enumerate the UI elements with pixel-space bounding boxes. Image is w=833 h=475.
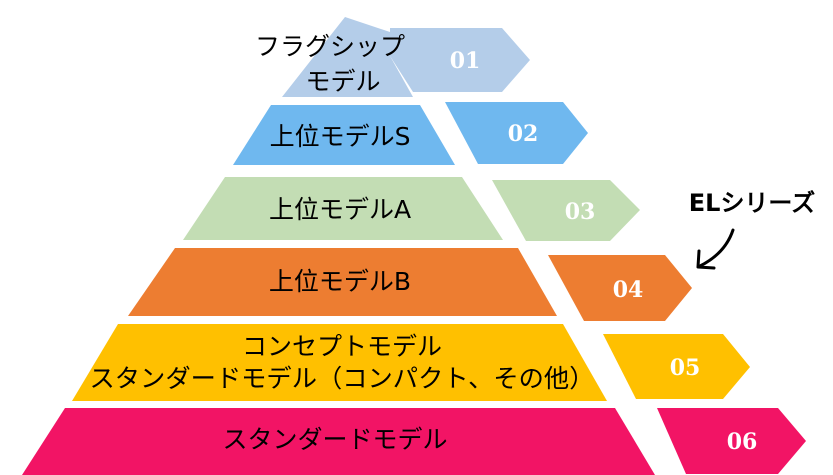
tier-5-number: 05 (670, 355, 701, 381)
series-annotation-label: ELシリーズ (689, 189, 816, 217)
tier-6-badge (657, 408, 806, 474)
annotation-arrow-icon (696, 228, 735, 270)
tier-3-number: 03 (565, 199, 596, 225)
tier-4-label: 上位モデルB (269, 267, 411, 296)
tier-2-label: 上位モデルS (270, 122, 411, 151)
tier-5-label-line-1: コンセプトモデル (242, 332, 442, 361)
tier-4-number: 04 (613, 277, 644, 303)
tier-1-badge (390, 28, 530, 92)
tier-6-shape (22, 408, 655, 475)
tier-1-number: 01 (450, 48, 481, 74)
tier-3-shape (183, 177, 503, 240)
tier-1-label-line-1: フラグシップ (255, 32, 405, 61)
tier-5-label-line-2: スタンダードモデル（コンパクト、その他） (90, 364, 595, 393)
tier-5-shape (72, 324, 607, 401)
tier-1-shape (282, 17, 413, 97)
tier-3-badge (492, 180, 640, 241)
tier-6-number: 06 (727, 429, 758, 455)
tier-6-label: スタンダードモデル (222, 425, 447, 454)
tier-2-shape (233, 105, 455, 165)
tier-2-number: 02 (508, 121, 539, 147)
tier-4-badge (548, 255, 692, 321)
tier-2-badge (445, 102, 588, 164)
tier-1-label-line-2: モデル (305, 67, 380, 96)
tier-4-shape (128, 248, 557, 316)
tier-3-label: 上位モデルA (269, 195, 411, 224)
tier-5-badge (603, 334, 750, 399)
